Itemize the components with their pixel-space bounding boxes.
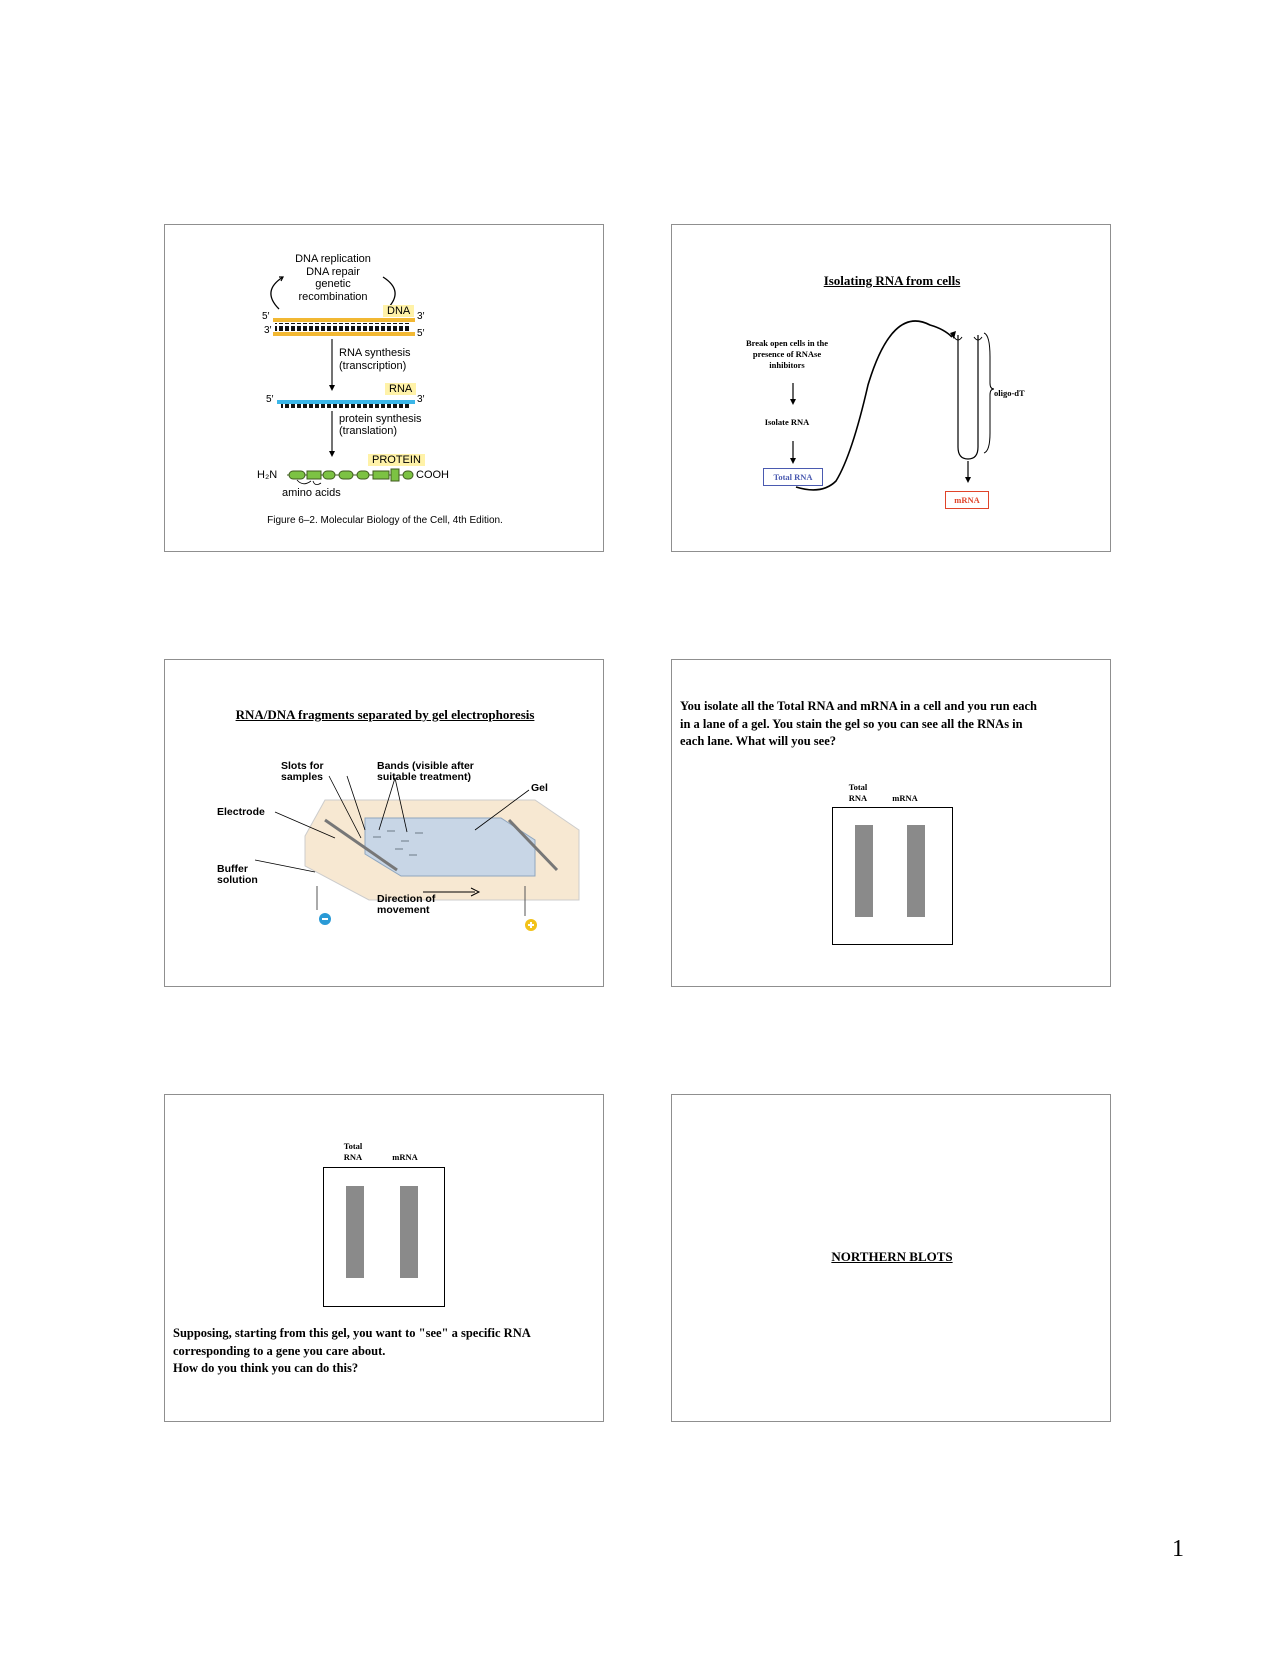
step-break-cells-line-1: Break open cells in the bbox=[745, 338, 828, 348]
dna-three-prime-top: 3′ bbox=[417, 311, 425, 322]
slots-label: Slots for samples bbox=[281, 761, 324, 783]
gel-label: Gel bbox=[531, 782, 548, 794]
step-isolate-rna: Isolate RNA bbox=[764, 417, 810, 427]
dna-three-prime-bottom: 3′ bbox=[264, 325, 272, 336]
lane-label-total: Total bbox=[343, 1141, 363, 1151]
slide-title: NORTHERN BLOTS bbox=[831, 1249, 953, 1264]
direction-label-line-1: Direction of bbox=[377, 893, 436, 905]
slide-gel-question: You isolate all the Total RNA and mRNA i… bbox=[671, 659, 1111, 987]
gel-lane-mrna bbox=[907, 825, 925, 917]
gel-lane-total-rna bbox=[855, 825, 873, 917]
buffer-label: Buffer solution bbox=[217, 864, 258, 886]
slots-label-line-2: samples bbox=[281, 771, 324, 783]
protein-synthesis-label: protein synthesis bbox=[339, 413, 422, 425]
gel-slab bbox=[364, 817, 536, 877]
cooh-terminus-label: COOH bbox=[416, 469, 449, 481]
step-break-cells-line-2: presence of RNAse bbox=[752, 349, 822, 359]
pour-curve bbox=[795, 320, 953, 491]
slots-pointer bbox=[346, 775, 366, 831]
rna-label: RNA bbox=[385, 383, 417, 395]
lane-label-total-rna: Total RNA bbox=[838, 782, 878, 804]
dna-processes-label: DNA replication DNA repair genetic recom… bbox=[283, 253, 383, 303]
specific-rna-question-line-3: How do you think you can do this? bbox=[173, 1361, 359, 1375]
lane-label-rna: RNA bbox=[848, 793, 868, 803]
dna-base-pairs bbox=[275, 323, 411, 331]
rna-strand bbox=[277, 400, 415, 404]
gel-lane-mrna bbox=[400, 1186, 418, 1278]
recombination-text: recombination bbox=[298, 290, 368, 303]
mrna-box: mRNA bbox=[945, 491, 989, 509]
rna-synthesis-label: RNA synthesis bbox=[339, 347, 411, 359]
specific-rna-question-line-1: Supposing, starting from this gel, you w… bbox=[173, 1326, 531, 1340]
gel-box bbox=[323, 1167, 445, 1307]
oligo-dt-column bbox=[957, 335, 979, 460]
gel-apparatus-diagram bbox=[254, 775, 580, 916]
page-number: 1 bbox=[1172, 1536, 1184, 1562]
lane-label-rna: RNA bbox=[343, 1152, 363, 1162]
specific-rna-question-line-2: corresponding to a gene you care about. bbox=[173, 1343, 386, 1358]
gel-question-text: You isolate all the Total RNA and mRNA i… bbox=[680, 698, 1106, 751]
central-dogma-diagram bbox=[270, 276, 415, 485]
gel-question-line-2: in a lane of a gel. You stain the gel so… bbox=[680, 716, 1023, 731]
dna-five-prime-bottom: 5′ bbox=[417, 328, 425, 339]
transcription-label: (transcription) bbox=[339, 360, 407, 372]
column-brace bbox=[983, 332, 995, 454]
electrode-left bbox=[324, 818, 398, 872]
gel-question-line-3: each lane. What will you see? bbox=[680, 734, 837, 748]
direction-label-line-2: movement bbox=[377, 904, 430, 916]
slide-specific-rna-question: Total RNA mRNA Supposing, starting from … bbox=[164, 1094, 604, 1422]
dna-five-prime-top: 5′ bbox=[262, 311, 270, 322]
specific-rna-question-text: Supposing, starting from this gel, you w… bbox=[173, 1325, 599, 1378]
step-break-cells: Break open cells in the presence of RNAs… bbox=[732, 338, 842, 371]
slots-label-line-1: Slots for bbox=[281, 760, 324, 772]
electrode-label: Electrode bbox=[217, 806, 265, 818]
isolation-flow-diagram bbox=[790, 320, 995, 491]
gel-lane-total-rna bbox=[346, 1186, 364, 1278]
gel-box bbox=[832, 807, 953, 945]
bands-label: Bands (visible after suitable treatment) bbox=[377, 761, 474, 783]
genetic-text: genetic bbox=[315, 278, 351, 290]
dna-strand-bottom bbox=[273, 332, 415, 336]
electrode-right bbox=[507, 818, 559, 872]
negative-terminal-icon bbox=[319, 913, 331, 925]
gel-pointer bbox=[474, 789, 530, 831]
dna-label: DNA bbox=[383, 305, 415, 317]
lane-label-mrna: mRNA bbox=[892, 793, 918, 803]
oligo-dt-label: oligo-dT bbox=[994, 388, 1025, 398]
dna-replication-text: DNA replication bbox=[295, 253, 371, 265]
replication-arc-left bbox=[270, 276, 284, 310]
figure-caption: Figure 6–2. Molecular Biology of the Cel… bbox=[267, 515, 503, 526]
slide-title: Isolating RNA from cells bbox=[823, 273, 961, 288]
slide-gel-electrophoresis: RNA/DNA fragments separated by gel elect… bbox=[164, 659, 604, 987]
step-break-cells-line-3: inhibitors bbox=[769, 360, 805, 370]
rna-five-prime: 5′ bbox=[266, 394, 274, 405]
gel-bands bbox=[373, 830, 423, 856]
slide-isolating-rna: Isolating RNA from cells Break open cell… bbox=[671, 224, 1111, 552]
protein-label: PROTEIN bbox=[368, 454, 425, 466]
slide-northern-blots: NORTHERN BLOTS bbox=[671, 1094, 1111, 1422]
direction-label: Direction of movement bbox=[377, 894, 435, 916]
amino-acids-label: amino acids bbox=[282, 487, 341, 499]
bands-pointer bbox=[378, 777, 396, 831]
bands-label-line-1: Bands (visible after bbox=[377, 760, 474, 772]
slide-central-dogma: DNA replication DNA repair genetic recom… bbox=[164, 224, 604, 552]
electrode-pointer bbox=[274, 811, 336, 839]
lane-label-total: Total bbox=[848, 782, 868, 792]
slide-title: RNA/DNA fragments separated by gel elect… bbox=[235, 707, 535, 722]
lane-label-mrna: mRNA bbox=[392, 1152, 418, 1162]
positive-terminal-icon bbox=[525, 919, 537, 931]
buffer-label-line-1: Buffer bbox=[217, 863, 248, 875]
rna-three-prime: 3′ bbox=[417, 394, 425, 405]
h2n-terminus-label: H₂N bbox=[257, 469, 278, 481]
buffer-label-line-2: solution bbox=[217, 874, 258, 886]
buffer-pointer bbox=[254, 859, 316, 873]
dna-repair-text: DNA repair bbox=[306, 265, 360, 278]
protein-chain bbox=[287, 468, 414, 482]
dna-strand-top bbox=[273, 318, 415, 322]
translation-label: (translation) bbox=[339, 425, 398, 437]
bands-label-line-2: suitable treatment) bbox=[377, 771, 471, 783]
total-rna-box: Total RNA bbox=[763, 468, 823, 486]
lane-label-total-rna: Total RNA bbox=[333, 1141, 373, 1163]
gel-question-line-1: You isolate all the Total RNA and mRNA i… bbox=[680, 699, 1037, 713]
